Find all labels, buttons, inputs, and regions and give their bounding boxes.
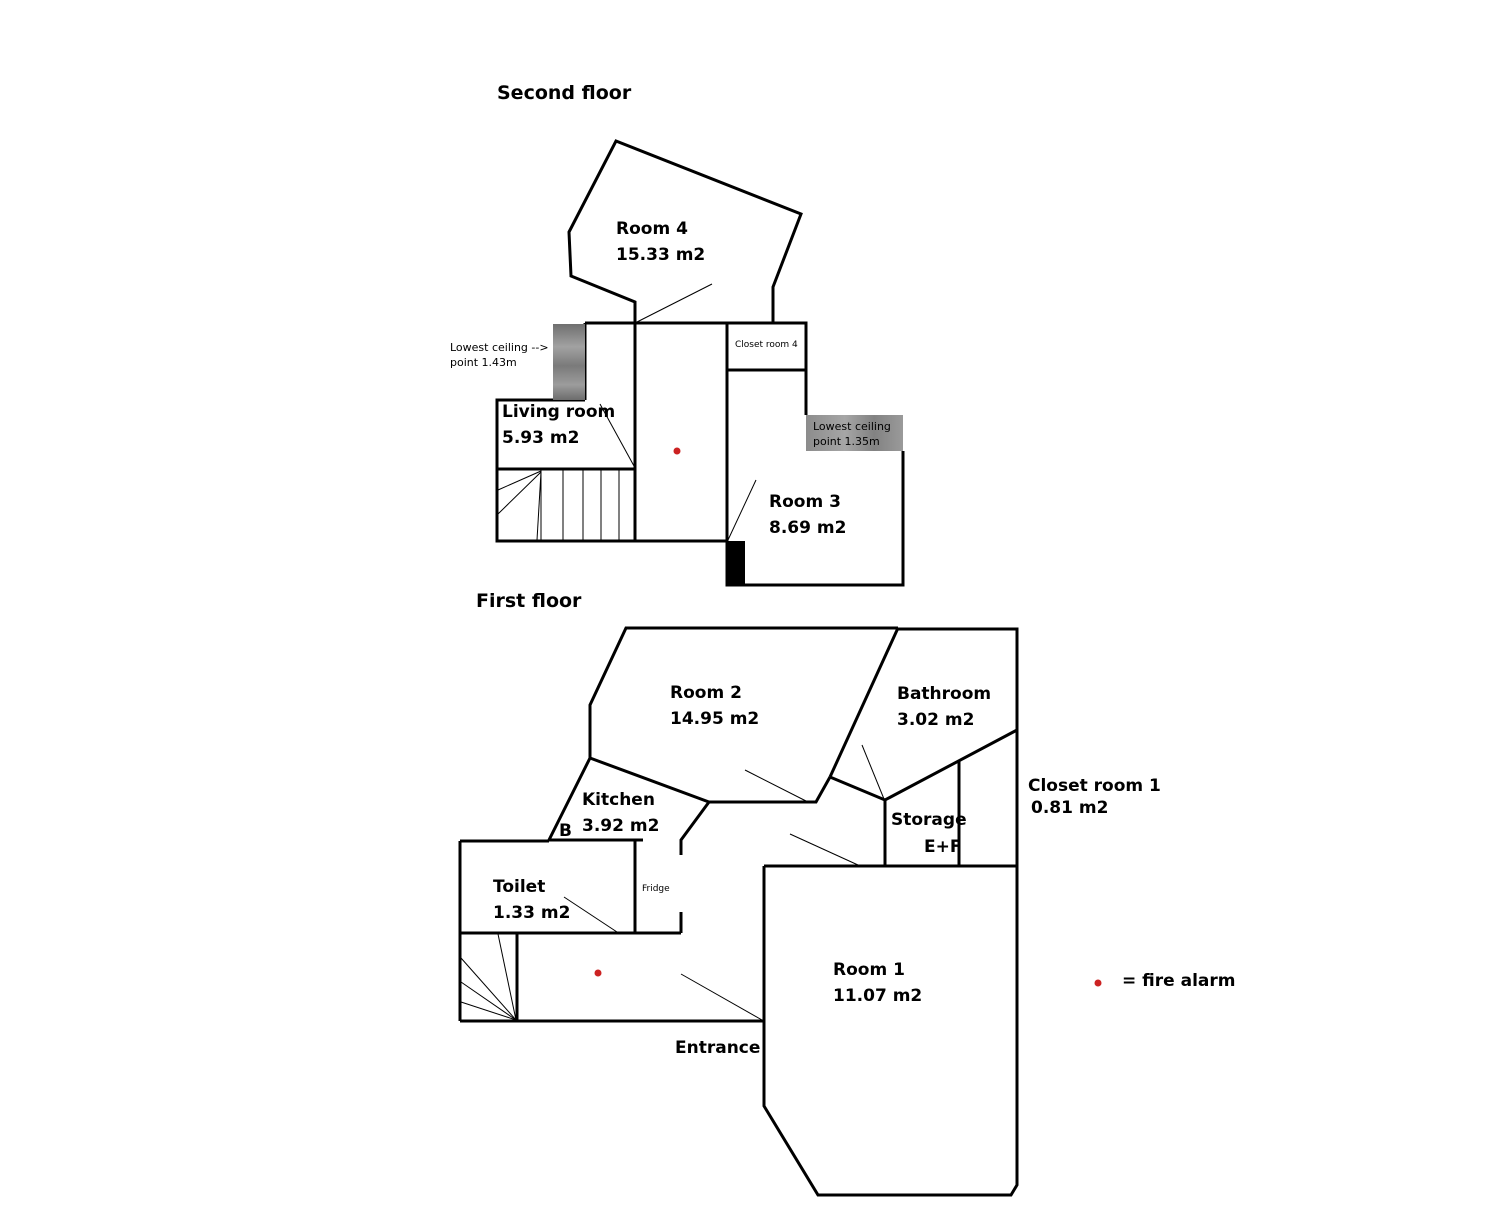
room1-area: 11.07 m2 [833,986,922,1006]
room3-area: 8.69 m2 [769,518,846,538]
closet-room4-name: Closet room 4 [735,340,798,350]
first-floor-walls [458,626,1019,1197]
ceiling-shade-left [553,324,585,400]
chimney-block [727,541,745,585]
room3-name: Room 3 [769,492,841,512]
ceiling-note-right-line1: Lowest ceiling [813,420,891,433]
second-floor-walls [495,139,905,587]
closet-room1-name: Closet room 1 [1028,776,1161,796]
bathroom-walls [898,627,1019,866]
storage-marker: E+F [924,837,961,857]
kitchen-area: 3.92 m2 [582,816,659,836]
room1-walls [762,864,1019,1197]
toilet-area: 1.33 m2 [493,903,570,923]
toilet-name: Toilet [493,877,545,897]
room4-walls [567,139,803,323]
fire-alarm-first-floor [594,969,602,977]
second-floor-doors [599,283,757,541]
ceiling-note-left-line1: Lowest ceiling --> [450,341,549,354]
main-block-walls [585,321,808,415]
storage-name: Storage [891,810,967,830]
bathroom-name: Bathroom [897,684,991,704]
fire-alarm-second-floor [673,447,681,455]
ceiling-shade-right [806,415,903,451]
room2-name: Room 2 [670,683,742,703]
kitchen-marker: B [559,821,572,841]
room1-name: Room 1 [833,960,905,980]
living-room-name: Living room [502,402,615,422]
fridge-name: Fridge [642,884,670,894]
entrance-label: Entrance [675,1038,760,1058]
bathroom-area: 3.02 m2 [897,710,974,730]
living-room-area: 5.93 m2 [502,428,579,448]
fire-alarm-legend-icon [1094,979,1102,987]
room4-area: 15.33 m2 [616,245,705,265]
first-floor-stairs [460,933,517,1021]
ceiling-note-right-line2: point 1.35m [813,435,880,448]
fire-alarm-legend-label: = fire alarm [1122,971,1235,991]
second-floor-heading: Second floor [497,82,632,104]
first-floor-heading: First floor [476,590,582,612]
room4-name: Room 4 [616,219,688,239]
kitchen-name: Kitchen [582,790,655,810]
second-floor-stairs [497,469,620,541]
ceiling-note-left-line2: point 1.43m [450,356,517,369]
closet-room1-area: 0.81 m2 [1031,798,1108,818]
room3-walls [725,323,905,587]
room2-area: 14.95 m2 [670,709,759,729]
first-floor-doors [563,744,885,1021]
